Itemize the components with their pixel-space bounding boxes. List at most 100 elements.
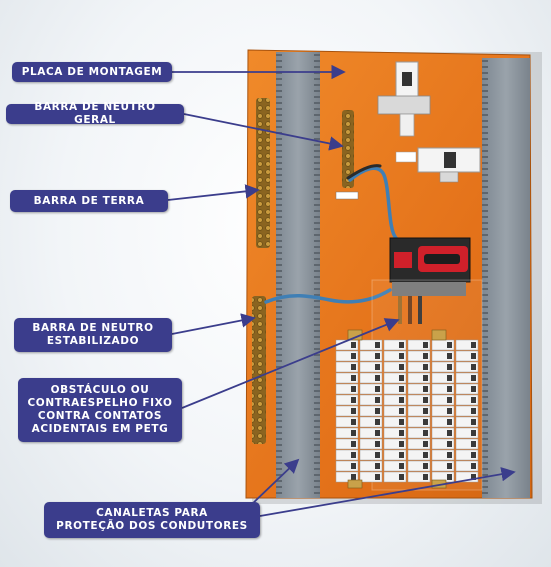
stabilized-neutral-busbar (252, 296, 266, 444)
left-wire-duct (276, 52, 320, 498)
breaker-lever (375, 375, 380, 381)
breaker-module (383, 361, 407, 373)
breaker-lever (351, 342, 356, 348)
breaker-lever (351, 452, 356, 458)
main-disconnect-switch (389, 237, 471, 324)
breaker-lever (351, 419, 356, 425)
breaker-lever (423, 452, 428, 458)
breaker-module (359, 350, 383, 362)
breaker-lever (399, 397, 404, 403)
breaker-module (455, 416, 479, 428)
breaker-module (407, 350, 431, 362)
breaker-lever (447, 386, 452, 392)
breaker-array (335, 339, 479, 483)
breaker-lever (423, 419, 428, 425)
breaker-lever (423, 397, 428, 403)
label-barra-neutro-geral: BARRA DE NEUTRO GERAL (6, 101, 184, 126)
breaker-lever (375, 397, 380, 403)
breaker-lever (447, 342, 452, 348)
breaker-module (335, 471, 359, 483)
breaker-module (359, 361, 383, 373)
ground-busbar (256, 98, 270, 248)
breaker-module (359, 372, 383, 384)
breaker-module (455, 460, 479, 472)
breaker-module (431, 449, 455, 461)
busbar-tab-bottom (347, 479, 363, 489)
general-neutral-busbar (335, 110, 359, 200)
breaker-module (383, 471, 407, 483)
breaker-lever (447, 364, 452, 370)
breaker-module (407, 394, 431, 406)
breaker-lever (423, 375, 428, 381)
breaker-module (335, 372, 359, 384)
label-placa-de-montagem: PLACA DE MONTAGEM (12, 62, 172, 82)
breaker-module (335, 361, 359, 373)
breaker-module (431, 394, 455, 406)
breaker-lever (375, 452, 380, 458)
label-barra-neutro-estabilizado: BARRA DE NEUTRO ESTABILIZADO (14, 318, 172, 352)
breaker-module (455, 350, 479, 362)
breaker-module (335, 405, 359, 417)
breaker-module (455, 471, 479, 483)
breaker-lever (351, 364, 356, 370)
breaker-lever (471, 463, 476, 469)
breaker-module (383, 339, 407, 351)
breaker-lever (471, 474, 476, 480)
breaker-lever (375, 430, 380, 436)
breaker-module (383, 405, 407, 417)
breaker-module (359, 438, 383, 450)
breaker-lever (399, 408, 404, 414)
blue-wire-top (348, 166, 398, 240)
breaker-module (407, 427, 431, 439)
label-canaletas: CANALETAS PARA PROTEÇÃO DOS CONDUTORES (44, 502, 260, 538)
breaker-lever (351, 441, 356, 447)
breaker-module (455, 339, 479, 351)
breaker-lever (423, 463, 428, 469)
breaker-module (383, 372, 407, 384)
breaker-lever (399, 474, 404, 480)
breaker-lever (351, 397, 356, 403)
breaker-module (359, 416, 383, 428)
breaker-lever (399, 463, 404, 469)
right-wire-duct (482, 58, 530, 498)
breaker-module (431, 350, 455, 362)
surge-protector (395, 147, 481, 183)
breaker-module (335, 383, 359, 395)
breaker-module (407, 361, 431, 373)
breaker-lever (423, 364, 428, 370)
breaker-lever (375, 364, 380, 370)
breaker-lever (399, 419, 404, 425)
breaker-lever (375, 386, 380, 392)
breaker-module (383, 460, 407, 472)
breaker-lever (471, 430, 476, 436)
breaker-module (335, 416, 359, 428)
breaker-module (431, 383, 455, 395)
breaker-module (407, 471, 431, 483)
pointer-obstaculo (181, 318, 400, 409)
breaker-lever (351, 386, 356, 392)
breaker-lever (471, 408, 476, 414)
breaker-module (359, 427, 383, 439)
breaker-lever (447, 430, 452, 436)
breaker-lever (423, 474, 428, 480)
pointer-neutro-estabilizado (171, 313, 256, 335)
breaker-lever (375, 419, 380, 425)
breaker-module (407, 438, 431, 450)
breaker-module (335, 394, 359, 406)
breaker-module (431, 361, 455, 373)
blue-wire-bottom (264, 288, 392, 304)
breaker-lever (447, 419, 452, 425)
breaker-lever (399, 452, 404, 458)
breaker-lever (447, 463, 452, 469)
breaker-lever (447, 452, 452, 458)
breaker-module (407, 449, 431, 461)
breaker-lever (351, 430, 356, 436)
breaker-lever (471, 397, 476, 403)
breaker-module (455, 361, 479, 373)
breaker-lever (375, 353, 380, 359)
breaker-module (383, 350, 407, 362)
breaker-module (335, 449, 359, 461)
breaker-lever (447, 408, 452, 414)
breaker-lever (471, 342, 476, 348)
